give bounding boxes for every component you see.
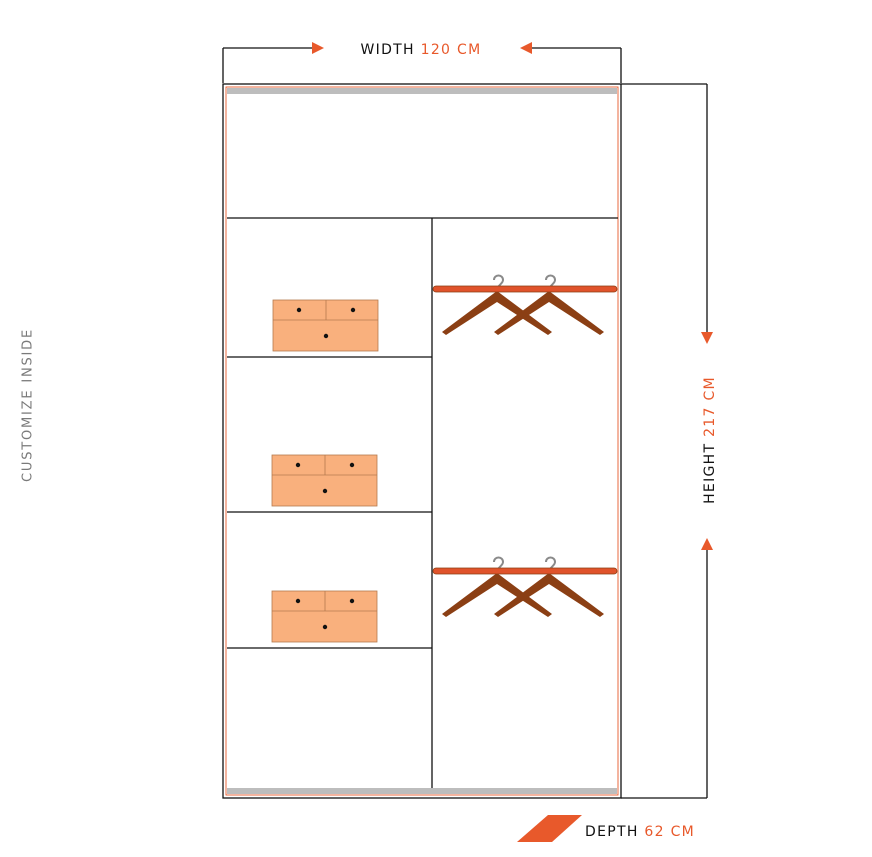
- arrow-right-icon: [312, 42, 324, 54]
- wardrobe-partitions: [227, 217, 618, 788]
- arrow-down-icon: [701, 332, 713, 344]
- depth-parallelogram-icon: [517, 815, 582, 842]
- hanging-rail-lower: [432, 556, 618, 618]
- width-label: WIDTH 120 CM: [361, 42, 482, 58]
- clothes-rail: [432, 285, 618, 293]
- bottom-trim: [227, 788, 617, 794]
- arrow-left-icon: [520, 42, 532, 54]
- height-label: HEIGHT 217 CM: [702, 376, 718, 504]
- width-dimension: [222, 42, 622, 83]
- top-trim: [227, 88, 617, 94]
- hanging-rail-upper: [432, 274, 618, 336]
- clothes-rail: [432, 567, 618, 575]
- wardrobe-frame: [222, 83, 622, 799]
- depth-label: DEPTH 62 CM: [585, 824, 695, 840]
- height-dimension: [621, 83, 713, 799]
- drawer-icon: [271, 590, 378, 643]
- customize-inside-label[interactable]: CUSTOMIZE INSIDE: [20, 328, 36, 482]
- arrow-up-icon: [701, 538, 713, 550]
- drawer-icon: [271, 454, 378, 507]
- drawer-icon: [272, 299, 379, 352]
